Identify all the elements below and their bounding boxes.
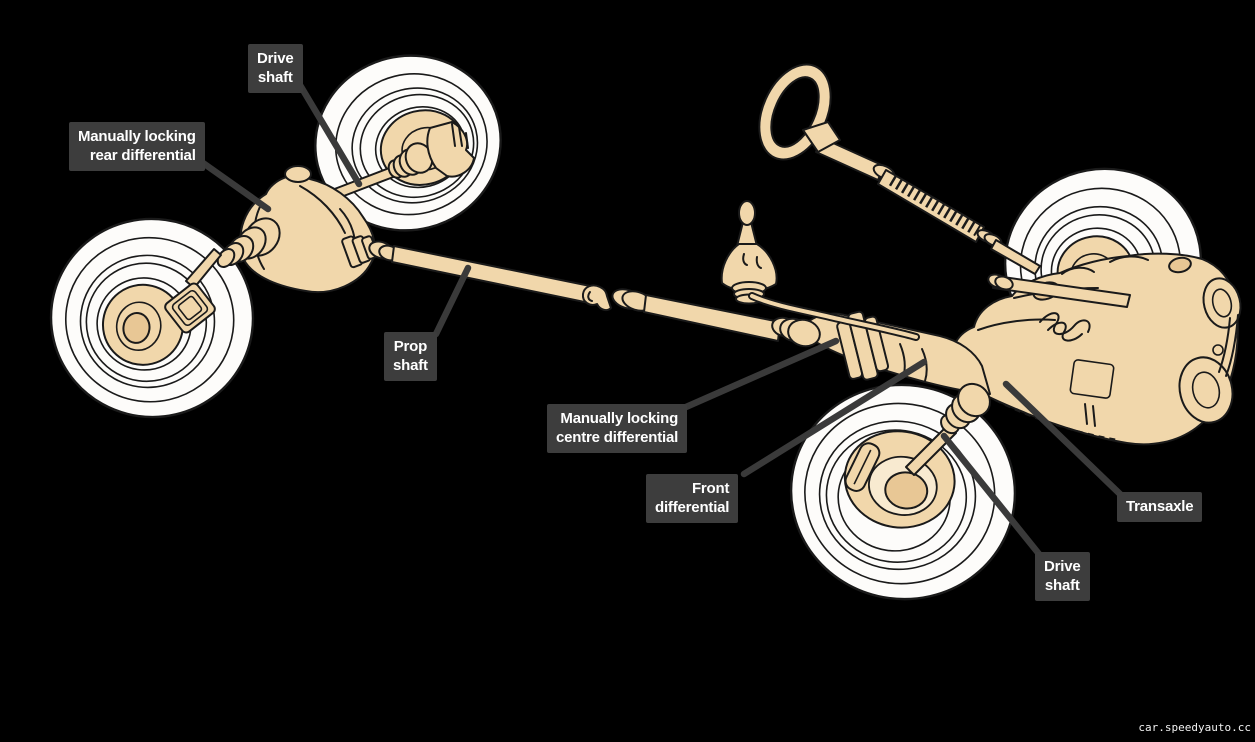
label-line: rear differential	[89, 147, 196, 164]
leader-lines	[192, 81, 1125, 558]
label-line: Manually locking	[560, 410, 679, 427]
label-centre-differential: Manually locking centre differential	[547, 404, 688, 453]
label-prop-shaft: Prop shaft	[384, 332, 437, 381]
rear-left-wheel	[49, 217, 255, 419]
label-rear-differential: Manually locking rear differential	[69, 122, 205, 171]
steering-wheel	[758, 63, 841, 161]
label-line: Manually locking	[78, 128, 196, 145]
label-line: Prop	[393, 338, 428, 355]
label-line: centre differential	[556, 429, 679, 446]
label-line: Drive	[257, 50, 294, 67]
steering-column	[815, 137, 1041, 275]
label-line: shaft	[1044, 577, 1080, 594]
label-line: Front	[691, 480, 730, 497]
label-line: Drive	[1044, 558, 1081, 575]
gear-lever	[720, 200, 920, 341]
label-front-differential: Front differential	[646, 474, 739, 523]
transaxle-engine	[951, 252, 1242, 446]
front-left-wheel	[789, 383, 1017, 601]
label-line: differential	[655, 499, 730, 516]
label-drive-shaft-front: Drive shaft	[1035, 552, 1090, 601]
watermark: car.speedyauto.cc	[1138, 721, 1251, 734]
label-line: shaft	[393, 357, 428, 374]
prop-shaft	[391, 245, 821, 348]
label-drive-shaft-rear: Drive shaft	[248, 44, 303, 93]
label-line: shaft	[257, 69, 293, 86]
label-transaxle: Transaxle	[1117, 492, 1203, 522]
label-line: Transaxle	[1126, 498, 1194, 515]
